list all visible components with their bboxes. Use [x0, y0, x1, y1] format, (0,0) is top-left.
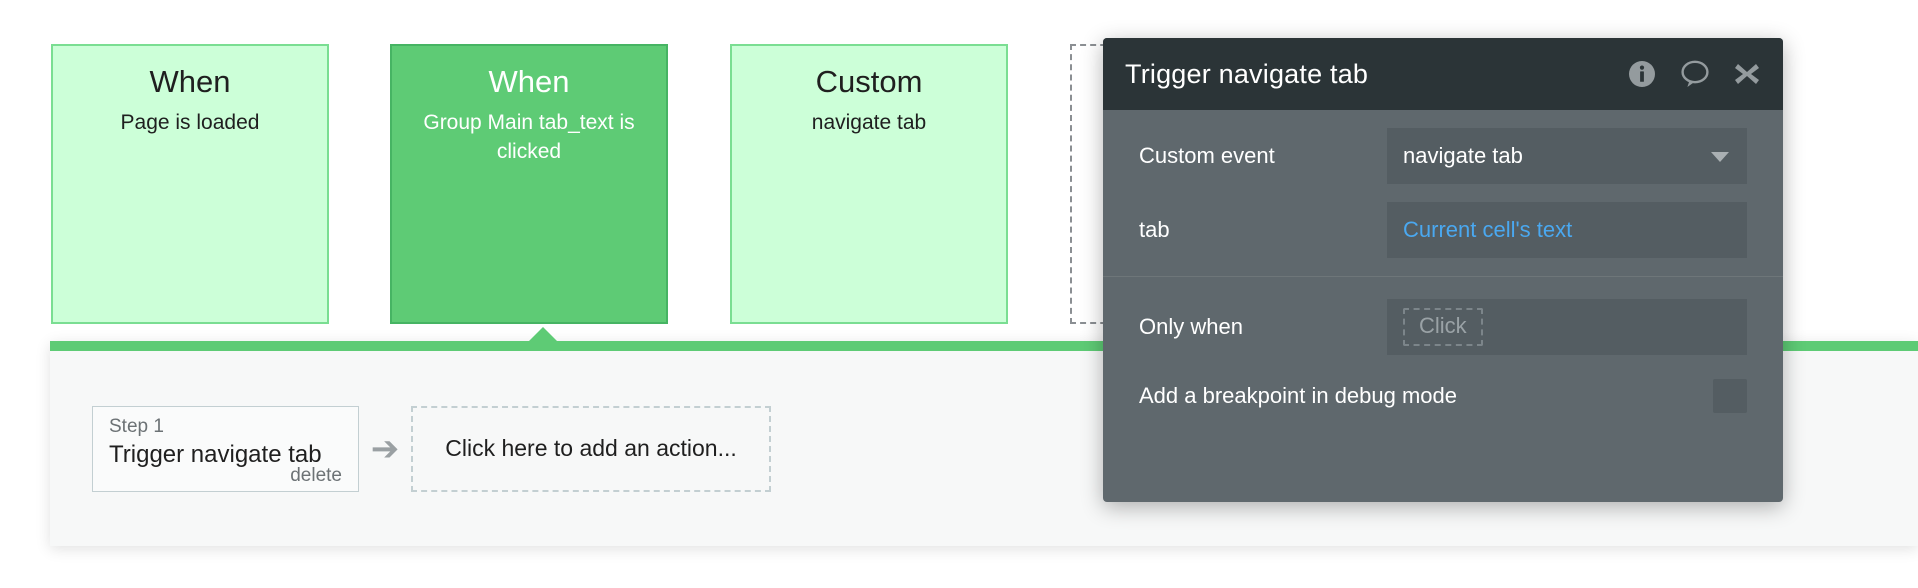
field-row-breakpoint: Add a breakpoint in debug mode: [1103, 379, 1783, 413]
only-when-input[interactable]: Click: [1387, 299, 1747, 355]
property-editor-dialog: Trigger navigate tab Custom event nav: [1103, 38, 1783, 502]
arrow-right-glyph: ➔: [370, 429, 400, 468]
workflow-step-1[interactable]: Step 1 Trigger navigate tab delete: [92, 405, 359, 492]
property-editor-divider: [1103, 276, 1783, 277]
property-editor-header: Trigger navigate tab: [1103, 38, 1783, 110]
only-when-placeholder: Click: [1403, 308, 1483, 346]
field-row-only-when: Only when Click: [1103, 299, 1783, 355]
event-card-kind: When: [488, 64, 570, 99]
workflow-steps-row: Step 1 Trigger navigate tab delete ➔ Cli…: [50, 351, 1918, 546]
tab-expression-input[interactable]: Current cell's text: [1387, 202, 1747, 258]
custom-event-dropdown[interactable]: navigate tab: [1387, 128, 1747, 184]
property-editor-title: Trigger navigate tab: [1125, 58, 1369, 89]
step-title: Trigger navigate tab: [109, 440, 322, 468]
field-label-only-when: Only when: [1139, 314, 1243, 339]
event-card-page-loaded[interactable]: When Page is loaded: [51, 44, 329, 324]
event-card-description: Group Main tab_text is clicked: [423, 111, 635, 163]
workflow-accent-bar: [50, 341, 1918, 351]
add-action-label: Click here to add an action...: [445, 435, 737, 461]
step-index-label: Step 1: [109, 415, 164, 437]
breakpoint-checkbox[interactable]: [1713, 379, 1747, 413]
event-card-group-main-tab-text-clicked[interactable]: When Group Main tab_text is clicked: [390, 44, 668, 324]
arrow-right-icon: ➔: [359, 432, 411, 466]
step-delete-link[interactable]: delete: [290, 464, 342, 486]
event-card-kind: When: [149, 64, 231, 99]
tab-expression-value: Current cell's text: [1403, 217, 1573, 242]
event-card-custom-navigate-tab[interactable]: Custom navigate tab: [730, 44, 1008, 324]
property-editor-body: Custom event navigate tab tab Current ce…: [1103, 110, 1783, 413]
chevron-down-icon: [1711, 152, 1729, 162]
field-row-tab: tab Current cell's text: [1103, 202, 1783, 258]
close-icon[interactable]: [1733, 60, 1761, 88]
field-row-custom-event: Custom event navigate tab: [1103, 128, 1783, 184]
comment-icon[interactable]: [1679, 59, 1711, 89]
event-card-description: Page is loaded: [120, 111, 260, 134]
field-label-tab: tab: [1139, 217, 1170, 242]
breakpoint-label: Add a breakpoint in debug mode: [1139, 383, 1458, 408]
workflow-pointer-triangle: [528, 327, 558, 342]
custom-event-value: navigate tab: [1403, 143, 1523, 168]
event-card-description: navigate tab: [811, 111, 927, 134]
event-cards-row: When Page is loaded When Group Main tab_…: [51, 44, 1348, 324]
event-card-kind: Custom: [815, 64, 923, 99]
add-action-button[interactable]: Click here to add an action...: [411, 405, 771, 492]
info-icon[interactable]: [1627, 59, 1657, 89]
field-label-custom-event: Custom event: [1139, 143, 1275, 168]
